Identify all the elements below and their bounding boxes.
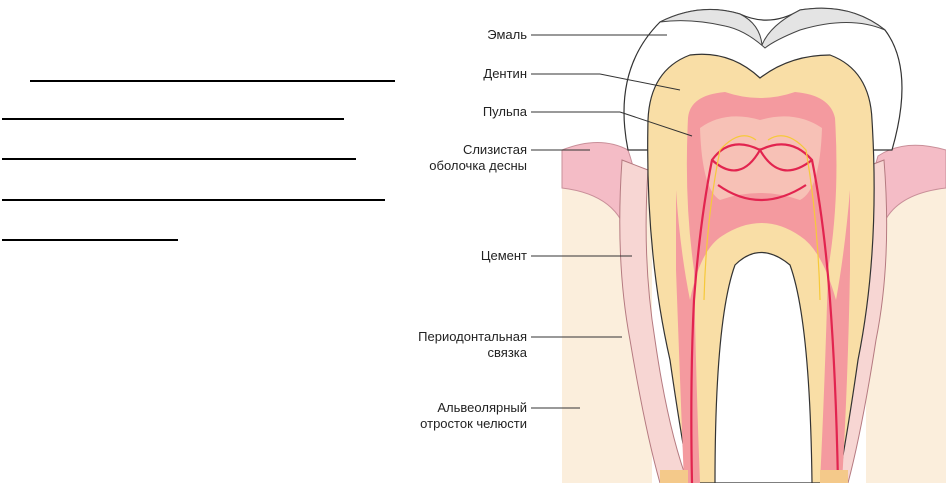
answer-line-5 [2, 239, 178, 241]
answer-line-3 [2, 158, 356, 160]
label-enamel: Эмаль [487, 27, 527, 42]
periodontal-ligament [619, 159, 689, 483]
answer-line-2 [2, 118, 344, 120]
root-tip-right [820, 470, 848, 483]
enamel-top [659, 7, 886, 49]
label-bone: Альвеолярный отросток челюсти [420, 400, 527, 431]
answer-line-1 [30, 80, 395, 82]
answer-line-4 [2, 199, 385, 201]
leader-pulp-angled [619, 111, 693, 137]
blood-vessels [690, 143, 840, 483]
nerves [703, 135, 821, 301]
leader-dentin-angled [599, 73, 681, 91]
label-dentin: Дентин [483, 66, 527, 81]
leader-lines [531, 34, 693, 409]
label-gum: Слизистая оболочка десны [429, 142, 527, 173]
pulp-chamber-core [700, 116, 822, 200]
label-cement: Цемент [480, 248, 527, 263]
label-pulp: Пульпа [482, 104, 527, 119]
root-tip-left [660, 470, 688, 483]
label-ligament: Периодонтальная связка [418, 329, 527, 360]
